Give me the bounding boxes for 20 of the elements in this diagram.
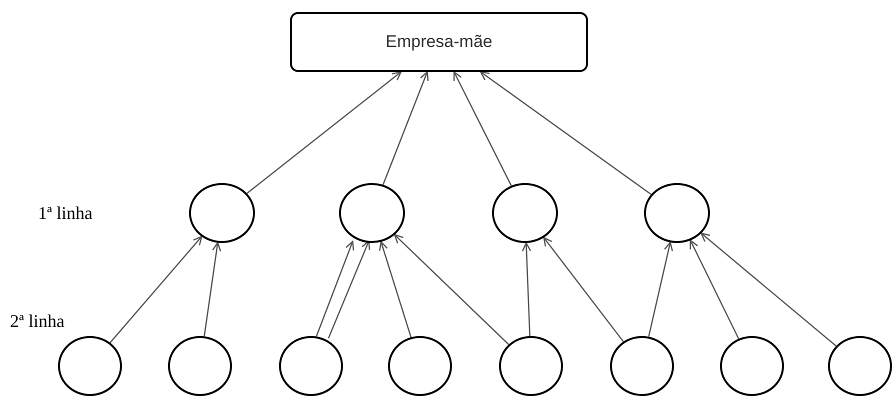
row-label: 2ª linha bbox=[10, 310, 64, 333]
arrow bbox=[690, 240, 740, 340]
arrow bbox=[543, 236, 624, 342]
arrow bbox=[382, 71, 429, 185]
arrow bbox=[246, 71, 402, 194]
arrow bbox=[328, 240, 370, 338]
arrow bbox=[315, 240, 354, 338]
arrow bbox=[648, 242, 674, 337]
arrow bbox=[394, 234, 510, 345]
arrow bbox=[700, 232, 837, 347]
arrow bbox=[204, 242, 222, 336]
arrow bbox=[110, 236, 202, 344]
node-label: Empresa-mãe bbox=[386, 31, 492, 54]
arrow bbox=[453, 71, 512, 186]
arrow bbox=[378, 241, 412, 338]
circle-node bbox=[644, 183, 710, 243]
company-box bbox=[290, 12, 588, 72]
arrow bbox=[522, 242, 532, 336]
arrow bbox=[480, 71, 652, 195]
row-label: 1ª linha bbox=[38, 202, 92, 225]
